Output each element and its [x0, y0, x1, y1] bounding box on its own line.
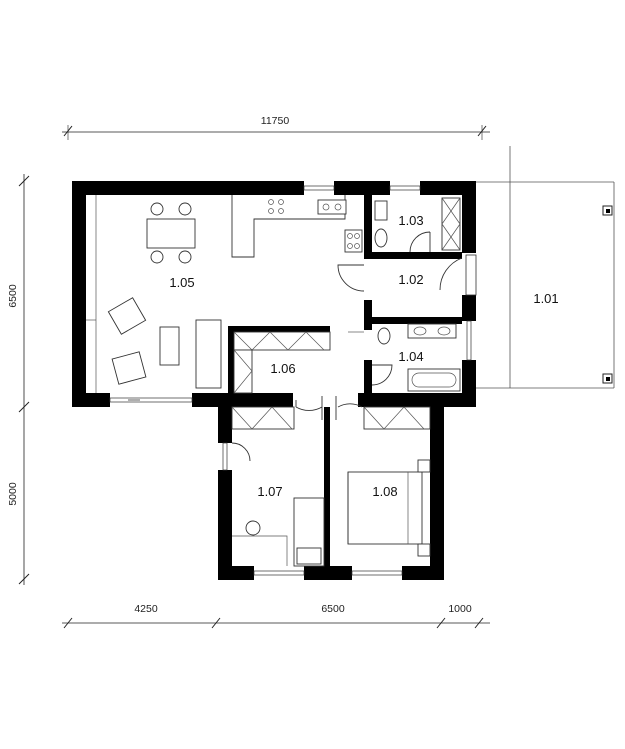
dimension-left-lower-label: 5000 — [7, 482, 19, 506]
living-furniture — [86, 195, 363, 393]
room-label-1-07: 1.07 — [257, 484, 282, 499]
dimension-bottom: 4250 6500 1000 — [62, 603, 490, 629]
doors — [128, 231, 477, 462]
room-label-1-08: 1.08 — [372, 484, 397, 499]
room-label-1-04: 1.04 — [398, 349, 423, 364]
bath-fixtures — [377, 323, 461, 392]
room-label-1-02: 1.02 — [398, 272, 423, 287]
bedroom-1-furniture — [232, 497, 325, 567]
room-label-1-01: 1.01 — [533, 291, 558, 306]
dimension-bottom-left-label: 4250 — [134, 603, 158, 615]
terrace-outline — [476, 146, 615, 389]
room-label-1-05: 1.05 — [169, 275, 194, 290]
windows — [109, 185, 472, 576]
exterior-walls — [72, 181, 476, 580]
dimension-left-upper-label: 6500 — [7, 284, 19, 308]
hall-wardrobes — [231, 331, 431, 430]
bedroom-2-furniture — [347, 459, 431, 557]
dimension-bottom-mid-label: 6500 — [321, 603, 345, 615]
room-labels: 1.01 1.02 1.03 1.04 1.05 1.06 1.07 1.08 — [169, 213, 558, 499]
room-label-1-06: 1.06 — [270, 361, 295, 376]
room-label-1-03: 1.03 — [398, 213, 423, 228]
interior-walls — [228, 181, 462, 573]
wc-fixtures — [374, 197, 461, 251]
dimension-top: 11750 — [62, 115, 490, 140]
dimension-bottom-right-label: 1000 — [448, 603, 472, 615]
dimension-top-label: 11750 — [261, 115, 290, 127]
dimension-left: 6500 5000 — [7, 174, 30, 585]
